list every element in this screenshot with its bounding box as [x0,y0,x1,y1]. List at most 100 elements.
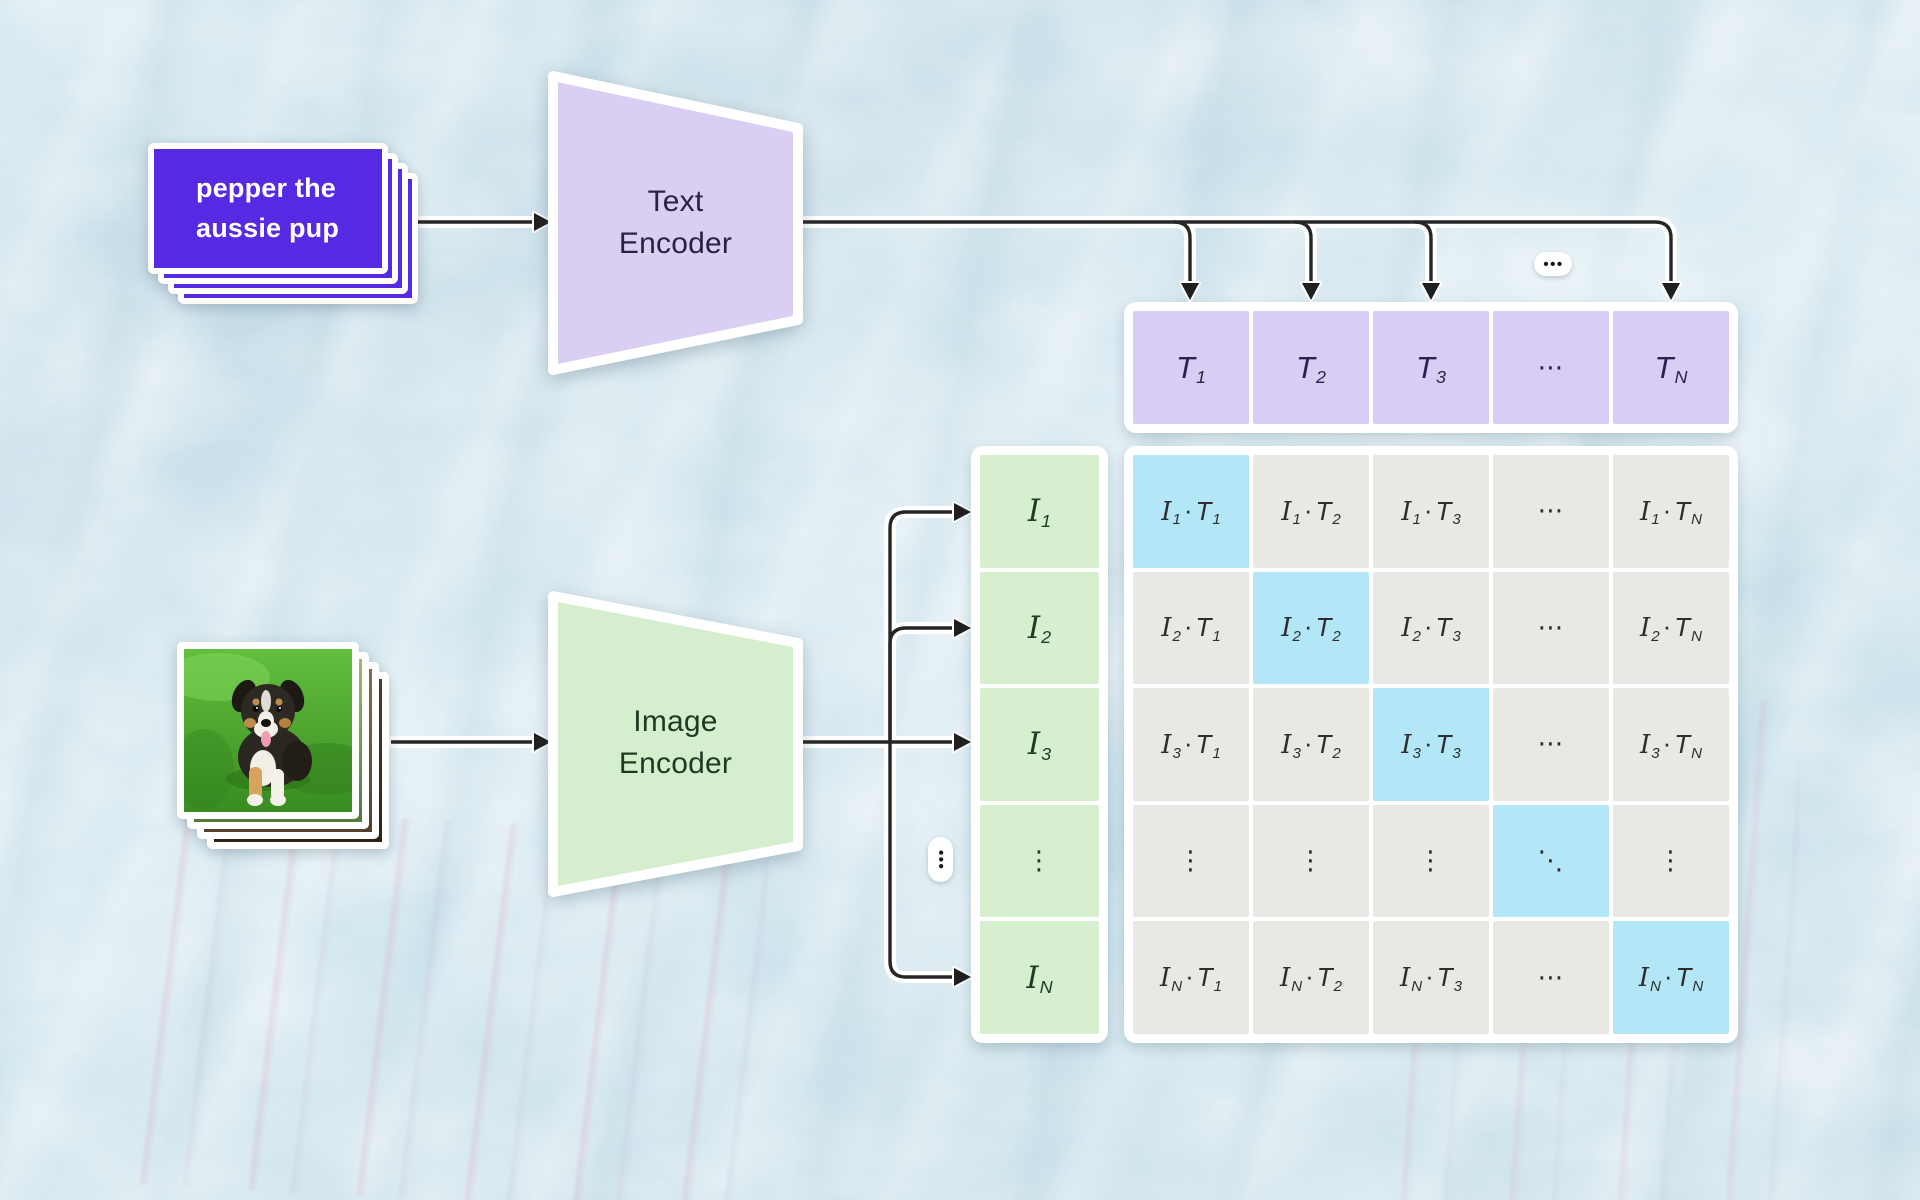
i-var: I [1638,963,1649,994]
image-embedding-I3: I3 [980,688,1099,801]
dot-operator: · [1183,494,1193,525]
text-input-card-stack: pepper the aussie pup [148,143,428,315]
i-sub: 2 [1651,627,1660,645]
ellipsis-dots: ••• [932,849,949,871]
similarity-matrix: I1·T1 I1·T2 I1·T3 ⋯ I1·TN I2·T1 I2·T2 I2… [1124,446,1738,1043]
i-var: I [1027,726,1041,763]
vertical-ellipsis: ⋮ [1657,846,1685,877]
image-encoder-label: Image Encoder [553,680,798,805]
text-input-card: pepper the aussie pup [148,143,388,274]
ellipsis: ⋯ [1537,729,1565,760]
matrix-cell-I3T2: I3·T2 [1253,688,1369,801]
matrix-cell-I2-dots: ⋯ [1493,571,1609,685]
t-sub: 1 [1212,511,1221,529]
diagonal-ellipsis: ⋱ [1537,846,1565,877]
dot-operator: · [1183,611,1193,642]
vertical-ellipsis: ⋮ [1297,846,1325,877]
matrix-cell-I1-dots: ⋯ [1493,455,1609,568]
dot-operator: · [1663,961,1673,992]
t-sub: N [1691,744,1703,762]
t-var: T [1315,495,1332,526]
t-var: T [1436,962,1453,993]
vertical-ellipsis-bubble: ••• [928,837,953,882]
dot-operator: · [1183,727,1193,758]
matrix-cell-vdots-N: ⋮ [1613,804,1729,918]
i-var: I [1281,496,1292,527]
dot-operator: · [1425,961,1434,992]
t-var: T [1176,349,1195,385]
i-var: I [1281,613,1292,644]
i-sub: N [1411,977,1423,995]
text-embedding-T2: T2 [1253,311,1369,424]
t-var: T [1674,612,1691,643]
t-sub: 2 [1315,366,1326,387]
ellipsis: ⋯ [1537,612,1565,643]
i-var: I [1159,963,1171,994]
t-var: T [1296,349,1315,385]
t-sub: 3 [1435,366,1446,387]
matrix-cell-vdots-1: ⋮ [1133,804,1249,918]
t-sub: 3 [1452,511,1461,529]
matrix-cell-I3T3: I3·T3 [1373,688,1489,801]
t-var: T [1435,495,1452,526]
i-sub: N [1171,977,1183,995]
i-sub: 1 [1172,511,1181,529]
i-sub: 3 [1041,743,1052,764]
text-encoder-line1: Text [647,184,704,218]
image-embedding-ellipsis: ⋮ [980,804,1099,918]
matrix-cell-I3T1: I3·T1 [1133,688,1249,801]
t-sub: N [1692,977,1704,995]
matrix-cell-IN-dots: ⋯ [1493,921,1609,1034]
image-encoder-shape [548,591,803,897]
puppy-illustration [184,649,352,812]
t-sub: 2 [1332,627,1341,645]
text-encoder-line2: Encoder [618,226,733,260]
image-encoder-line1: Image [633,704,718,738]
t-var: T [1315,612,1332,643]
i-sub: 3 [1292,744,1301,762]
i-var: I [1279,963,1291,994]
image-embedding-I2: I2 [980,571,1099,685]
t-sub: 2 [1332,511,1341,529]
i-sub: 1 [1412,511,1421,529]
i-var: I [1027,609,1041,646]
ellipsis-dots: ••• [1543,255,1564,273]
t-var: T [1416,349,1435,385]
t-var: T [1674,495,1691,526]
i-var: I [1401,729,1412,760]
i-sub: 2 [1041,627,1052,648]
matrix-cell-INT2: IN·T2 [1253,921,1369,1034]
image-embeddings-column: I1 I2 I3 ⋮ IN [971,446,1108,1043]
matrix-cell-INTN: IN·TN [1613,921,1729,1034]
i-sub: 1 [1292,511,1301,529]
vertical-ellipsis: ⋮ [1417,846,1445,877]
dot-operator: · [1303,727,1313,758]
dot-operator: · [1303,611,1313,642]
i-var: I [1399,963,1411,994]
i-sub: 3 [1651,744,1660,762]
t-sub: 3 [1453,977,1463,995]
t-sub: N [1691,511,1703,529]
dot-operator: · [1662,727,1672,758]
t-var: T [1195,728,1212,759]
t-sub: 2 [1332,744,1341,762]
text-embedding-TN: TN [1613,311,1729,424]
matrix-cell-I3-dots: ⋯ [1493,688,1609,801]
matrix-cell-vdots-2: ⋮ [1253,804,1369,918]
t-sub: N [1691,627,1703,645]
text-embedding-T1: T1 [1133,311,1249,424]
t-var: T [1195,495,1212,526]
matrix-cell-I1T3: I1·T3 [1373,455,1489,568]
t-var: T [1654,349,1674,385]
matrix-cell-I2T1: I2·T1 [1133,571,1249,685]
i-var: I [1639,496,1651,527]
dot-operator: · [1423,611,1433,642]
dot-operator: · [1423,494,1433,525]
vertical-ellipsis: ⋮ [1177,846,1205,877]
ellipsis: ⋮ [1026,846,1053,877]
t-var: T [1195,612,1212,643]
ellipsis: ⋯ [1537,496,1565,527]
i-var: I [1401,496,1412,527]
text-prompt: pepper the aussie pup [154,149,382,268]
